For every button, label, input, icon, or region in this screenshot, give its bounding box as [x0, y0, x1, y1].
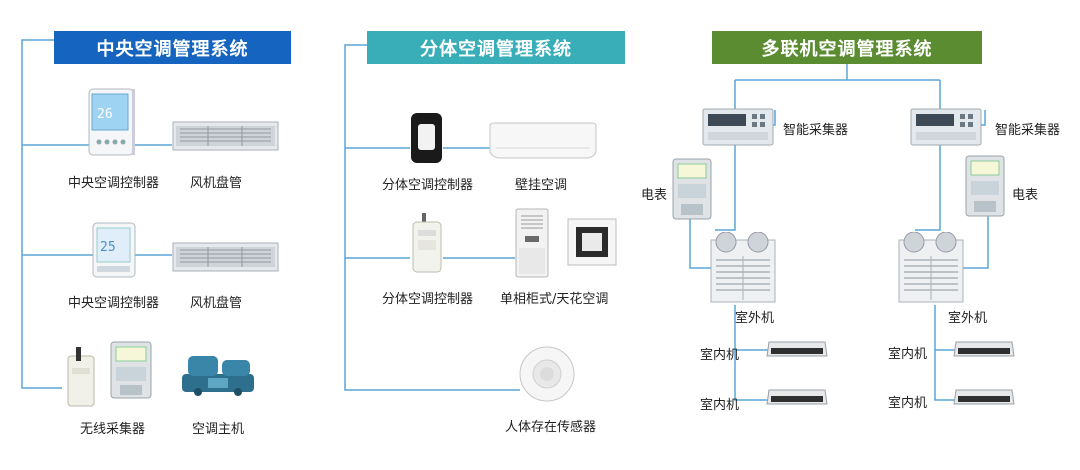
central-controller-label-2: 中央空调控制器: [68, 296, 160, 311]
outdoor-unit-icon: [710, 231, 776, 304]
split-ac-title: 分体空调管理系统: [367, 31, 625, 64]
wireless-collector-icon: [62, 346, 100, 408]
ac-host-label: 空调主机: [192, 422, 245, 437]
electric-meter-icon: [110, 341, 152, 399]
thermostat-icon: 26: [88, 88, 136, 156]
chiller-icon: [178, 352, 258, 398]
meter-label-2: 电表: [1012, 188, 1039, 203]
smart-collector-label-2: 智能采集器: [995, 123, 1061, 138]
wall-ac-icon: [488, 122, 598, 160]
meter-label-1: 电表: [641, 188, 668, 203]
indoor-unit-icon: [952, 386, 1016, 410]
cabinet-ac-icon: [515, 208, 549, 278]
wireless-collector-label: 无线采集器: [80, 422, 146, 437]
ceiling-ac-icon: [567, 218, 617, 266]
svg-text:25: 25: [100, 240, 116, 255]
thermostat-icon: 25: [92, 222, 136, 278]
cabinet-ceiling-ac-label: 单相柜式/天花空调: [500, 292, 609, 307]
smart-collector-label-1: 智能采集器: [783, 123, 849, 138]
indoor-unit-label-2: 室内机: [888, 347, 928, 362]
indoor-unit-label-1: 室内机: [700, 348, 740, 363]
fan-coil-label-1: 风机盘管: [190, 176, 243, 191]
svg-text:26: 26: [97, 107, 113, 122]
split-controller-icon: [412, 212, 442, 274]
outdoor-unit-icon: [898, 231, 964, 304]
split-controller-label-1: 分体空调控制器: [382, 178, 474, 193]
presence-sensor-icon: [518, 345, 576, 403]
outdoor-unit-label-1: 室外机: [735, 311, 775, 326]
split-controller-icon: [410, 112, 443, 164]
central-controller-label-1: 中央空调控制器: [68, 176, 160, 191]
fan-coil-icon: [172, 121, 279, 151]
smart-collector-icon: [910, 108, 982, 146]
vrf-ac-title: 多联机空调管理系统: [712, 31, 982, 64]
indoor-unit-label-4: 室内机: [888, 396, 928, 411]
outdoor-unit-label-2: 室外机: [948, 311, 988, 326]
indoor-unit-icon: [765, 338, 829, 362]
central-ac-title: 中央空调管理系统: [54, 31, 291, 64]
presence-sensor-label: 人体存在传感器: [505, 420, 597, 435]
smart-collector-icon: [702, 108, 774, 146]
indoor-unit-icon: [765, 386, 829, 410]
indoor-unit-label-3: 室内机: [700, 398, 740, 413]
split-controller-label-2: 分体空调控制器: [382, 292, 474, 307]
fan-coil-label-2: 风机盘管: [190, 296, 243, 311]
electric-meter-icon: [672, 158, 712, 220]
electric-meter-icon: [965, 155, 1005, 217]
fan-coil-icon: [172, 242, 279, 272]
indoor-unit-icon: [952, 338, 1016, 362]
wall-ac-label: 壁挂空调: [515, 178, 568, 193]
